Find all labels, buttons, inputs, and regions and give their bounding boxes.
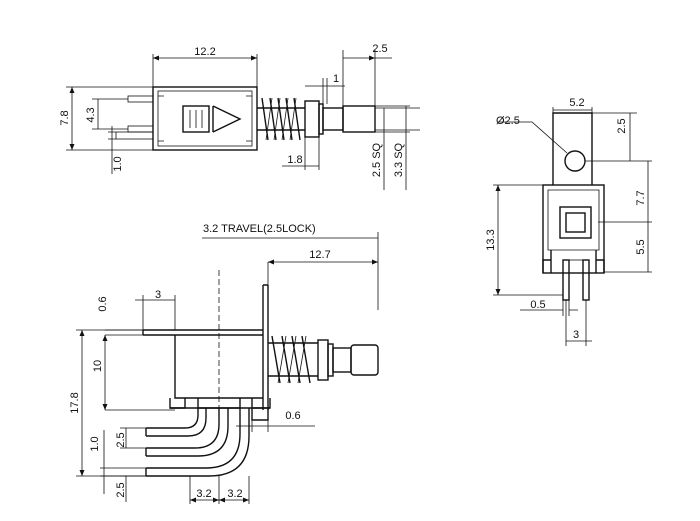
dim-label: 3: [573, 329, 579, 341]
dim-label: 1: [333, 73, 339, 85]
terminal-pin: [115, 131, 154, 140]
dim-label: 1.8: [287, 154, 302, 166]
dim-label: 0.6: [285, 410, 300, 422]
dim-label: 0.6: [97, 296, 109, 311]
switch-body: [174, 335, 263, 399]
dim-label: 3.2: [196, 488, 211, 500]
dim-label: 1.0: [112, 156, 124, 171]
plunger-square: [559, 206, 592, 239]
switch-body: [542, 184, 605, 274]
dim-label: 2.5: [115, 432, 127, 447]
dim-label: Ø2.5: [496, 115, 520, 127]
top-view: 12.2 2.5 1 7.8 4.3 1.0 1.8 2.5 SQ 3.3 SQ: [59, 43, 420, 190]
side-view: 3.2 TRAVEL(2.5LOCK) 12.7: [69, 223, 379, 504]
terminal-pin: [562, 259, 570, 301]
dim-label: 2.5: [616, 118, 628, 133]
dim-label: 17.8: [69, 392, 81, 413]
collar: [304, 100, 320, 138]
dim-label: 12.7: [309, 249, 330, 261]
dim-label: 10: [92, 360, 104, 372]
dim-label: 2.5 SQ: [371, 142, 383, 177]
dim-label: 3.3 SQ: [393, 142, 405, 177]
terminal-pin: [146, 408, 199, 429]
terminal-pin: [582, 259, 590, 301]
end-view: Ø2.5 5.2 2.5 7.7 5.5 13.3 0.5 3: [485, 97, 652, 346]
latch-window: [182, 105, 210, 133]
mounting-hole: [564, 150, 586, 172]
terminal-pin: [146, 408, 241, 469]
terminal-pin: [127, 95, 154, 103]
dim-label: 2.5: [115, 482, 127, 497]
plunger: [350, 344, 379, 376]
travel-note: 3.2 TRAVEL(2.5LOCK): [203, 223, 316, 235]
terminal-pin: [146, 408, 220, 449]
dim-label: 1.0: [89, 436, 101, 451]
dim-label: 4.3: [85, 107, 97, 122]
dim-label: 2.5: [372, 43, 387, 55]
dim-label: 5.5: [635, 239, 647, 254]
dim-label: 5.2: [569, 97, 584, 109]
dim-label: 0.5: [530, 299, 545, 311]
dim-label: 7.7: [635, 190, 647, 205]
dim-label: 3.2: [227, 488, 242, 500]
dim-label: 12.2: [194, 46, 215, 58]
mounting-tab: [552, 112, 593, 185]
dim-label: 7.8: [59, 110, 71, 125]
plunger: [342, 105, 376, 133]
dim-label: 3: [155, 289, 161, 301]
dim-label: 13.3: [485, 229, 497, 250]
switch-body: [152, 86, 258, 151]
mounting-plate: [262, 284, 269, 410]
terminal-pin: [127, 125, 154, 133]
